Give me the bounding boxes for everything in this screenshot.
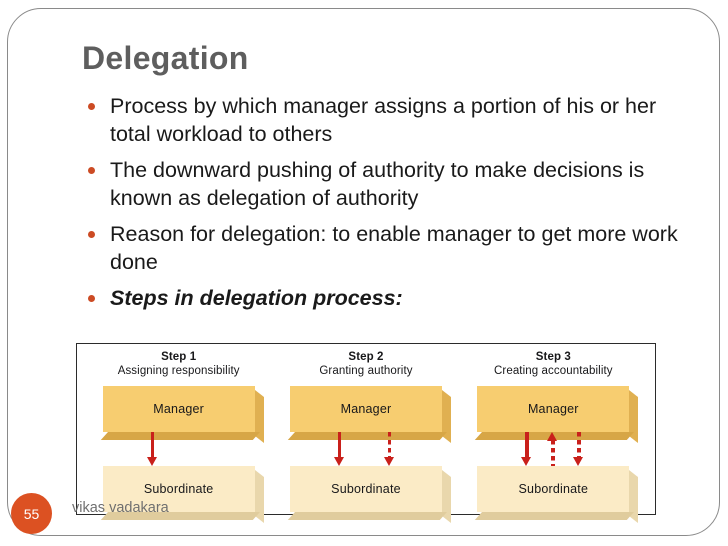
step-subtitle: Assigning responsibility: [117, 365, 240, 377]
step-title: Step 1: [161, 351, 197, 363]
manager-box: Manager: [475, 386, 639, 444]
page-title: Delegation: [82, 40, 249, 76]
manager-label: Manager: [289, 386, 442, 432]
subordinate-box: Subordinate: [475, 466, 639, 524]
list-item-label: The downward pushing of authority to mak…: [110, 158, 645, 210]
step-2-arrows: [290, 432, 442, 466]
arrow-down-solid-icon: [521, 432, 533, 466]
list-item-label: Reason for delegation: to enable manager…: [110, 222, 678, 274]
box-bottom-face: [475, 512, 635, 520]
step-title: Step 2: [348, 351, 384, 363]
arrow-down-solid-icon: [333, 432, 346, 466]
list-item-label: Process by which manager assigns a porti…: [110, 94, 657, 146]
list-item: Process by which manager assigns a porti…: [84, 92, 684, 148]
arrow-up-dashed-icon: [547, 432, 559, 466]
subordinate-box: Subordinate: [100, 466, 264, 524]
subordinate-label: Subordinate: [477, 466, 630, 512]
manager-box: Manager: [287, 386, 451, 444]
manager-box: Manager: [100, 386, 264, 444]
bullet-list: Process by which manager assigns a porti…: [84, 92, 684, 320]
manager-label: Manager: [477, 386, 630, 432]
list-item: The downward pushing of authority to mak…: [84, 156, 684, 212]
step-title: Step 3: [535, 351, 571, 363]
bullet-dot-icon: [88, 103, 95, 110]
delegation-process-diagram: Step 1 Assigning responsibility Manager: [76, 343, 656, 524]
step-1-arrows: [103, 432, 255, 466]
bullet-dot-icon: [88, 167, 95, 174]
arrow-down-dashed-icon: [573, 432, 585, 466]
arrow-down-dashed-icon: [383, 432, 396, 466]
diagram-step-1: Step 1 Assigning responsibility Manager: [92, 351, 265, 524]
step-subtitle: Creating accountability: [493, 365, 613, 377]
subordinate-label: Subordinate: [289, 466, 442, 512]
bullet-dot-icon: [88, 295, 95, 302]
list-item: Steps in delegation process:: [84, 284, 684, 312]
diagram-step-2: Step 2 Granting authority Manager: [279, 351, 452, 524]
diagram-step-3: Step 3 Creating accountability Manager: [467, 351, 640, 524]
step-3-arrows: [477, 432, 629, 466]
box-bottom-face: [287, 512, 447, 520]
diagram-steps: Step 1 Assigning responsibility Manager: [77, 344, 655, 524]
bullet-dot-icon: [88, 231, 95, 238]
slide-number-badge: 55: [11, 493, 52, 534]
footer-credit: vikas vadakara: [72, 500, 169, 516]
list-item: Reason for delegation: to enable manager…: [84, 220, 684, 276]
list-item-label: Steps in delegation process:: [110, 286, 403, 310]
arrow-down-solid-icon: [146, 432, 159, 466]
subordinate-label: Subordinate: [102, 466, 255, 512]
manager-label: Manager: [102, 386, 255, 432]
subordinate-box: Subordinate: [287, 466, 451, 524]
step-subtitle: Granting authority: [319, 365, 413, 377]
